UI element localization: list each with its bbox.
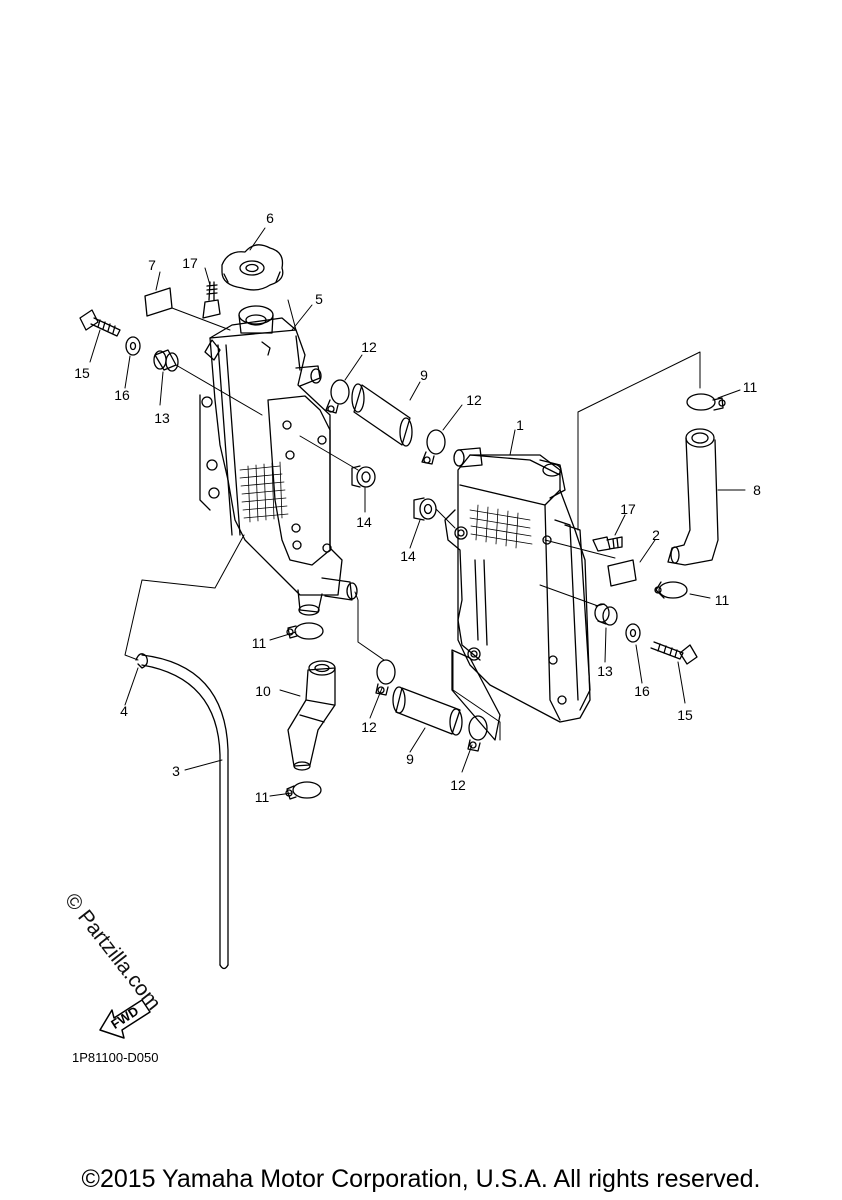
callout-17b: 17 (620, 501, 636, 517)
callout-1: 1 (516, 417, 524, 433)
drawing-code: 1P81100-D050 (72, 1050, 159, 1065)
callout-labels: 1 2 3 4 5 6 7 8 9 9 10 11 11 11 11 12 12… (60, 210, 761, 1065)
callout-10: 10 (255, 683, 271, 699)
callout-14a: 14 (356, 514, 372, 530)
hose-9-parts (351, 383, 463, 736)
left-radiator-part (199, 305, 358, 616)
callout-8: 8 (753, 482, 761, 498)
assembly-lines (89, 227, 746, 797)
callout-6: 6 (266, 210, 274, 226)
hose-10-part (287, 660, 336, 771)
forward-arrow-icon (99, 999, 151, 1039)
callout-7: 7 (148, 257, 156, 273)
callout-3: 3 (172, 763, 180, 779)
callout-13a: 13 (154, 410, 170, 426)
clamp-12-parts (325, 379, 488, 752)
callout-16a: 16 (114, 387, 130, 403)
callout-12b: 12 (466, 392, 482, 408)
callout-11c: 11 (252, 635, 267, 651)
callout-11d: 11 (255, 789, 270, 805)
callout-12c: 12 (361, 719, 377, 735)
callout-11b: 11 (715, 592, 730, 608)
callout-17a: 17 (182, 255, 198, 271)
copyright-footer: ©2015 Yamaha Motor Corporation, U.S.A. A… (81, 1165, 761, 1193)
callout-9a: 9 (420, 367, 428, 383)
callout-12d: 12 (450, 777, 466, 793)
callout-5: 5 (315, 291, 323, 307)
overflow-hose-3-part (141, 654, 229, 970)
callout-14b: 14 (400, 548, 416, 564)
callout-12a: 12 (361, 339, 377, 355)
washer-16-parts (125, 336, 641, 643)
callout-15b: 15 (677, 707, 693, 723)
callout-11a: 11 (743, 379, 758, 395)
hose-8-part (667, 428, 719, 566)
right-radiator-part (444, 447, 591, 741)
partzilla-watermark: © Partzilla.com (60, 889, 165, 1015)
callout-16b: 16 (634, 683, 650, 699)
callout-4: 4 (120, 703, 128, 719)
clamp-11-parts (285, 393, 726, 800)
callout-13b: 13 (597, 663, 613, 679)
clip-4-part (135, 653, 148, 669)
radiator-cap-part (221, 244, 284, 291)
callout-2: 2 (652, 527, 660, 543)
callout-9b: 9 (406, 751, 414, 767)
bolt-15-parts (79, 309, 698, 665)
callout-15a: 15 (74, 365, 90, 381)
bolt-17-parts (202, 281, 623, 552)
